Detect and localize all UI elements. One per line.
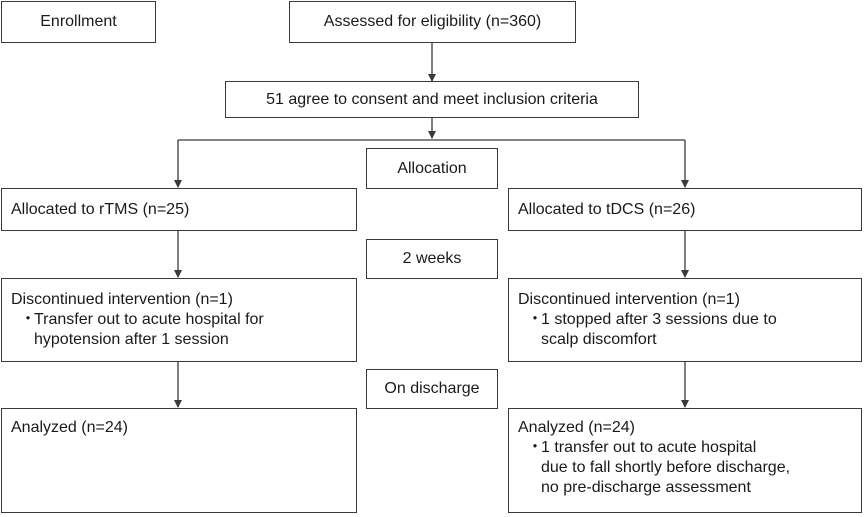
- two-weeks-phase-box: 2 weeks: [366, 239, 498, 279]
- bullet-dot: ・: [20, 311, 37, 328]
- discharge-phase-box: On discharge: [366, 369, 498, 409]
- rtms-analyzed-box: Analyzed (n=24): [1, 408, 357, 513]
- tdcs-analyzed-detail: 1 transfer out to acute hospital due to …: [541, 439, 791, 496]
- rtms-discontinued-detail: Transfer out to acute hospital for hypot…: [34, 311, 264, 348]
- two-weeks-phase-label: 2 weeks: [402, 250, 462, 267]
- rtms-discontinued-box: Discontinued intervention (n=1) ・ Transf…: [1, 278, 357, 362]
- tdcs-discontinued-box: Discontinued intervention (n=1) ・ 1 stop…: [508, 278, 862, 362]
- rtms-allocated-box: Allocated to rTMS (n=25): [1, 188, 357, 231]
- consent-label: 51 agree to consent and meet inclusion c…: [266, 90, 598, 108]
- assessed-box: Assessed for eligibility (n=360): [289, 1, 576, 43]
- rtms-allocated-label: Allocated to rTMS (n=25): [11, 200, 190, 218]
- allocation-phase-box: Allocation: [366, 148, 498, 189]
- rtms-discontinued-title: Discontinued intervention (n=1): [11, 291, 233, 308]
- enrollment-box: Enrollment: [1, 1, 156, 43]
- enrollment-label: Enrollment: [40, 13, 117, 30]
- tdcs-allocated-label: Allocated to tDCS (n=26): [518, 200, 696, 218]
- tdcs-analyzed-bullet: ・ 1 transfer out to acute hospital due t…: [518, 438, 861, 498]
- rtms-analyzed-title: Analyzed (n=24): [11, 419, 128, 436]
- tdcs-allocated-box: Allocated to tDCS (n=26): [508, 188, 862, 231]
- consent-box: 51 agree to consent and meet inclusion c…: [225, 81, 639, 118]
- tdcs-discontinued-title: Discontinued intervention (n=1): [518, 291, 740, 308]
- tdcs-discontinued-detail: 1 stopped after 3 sessions due to scalp …: [541, 311, 777, 348]
- discharge-phase-label: On discharge: [384, 380, 480, 397]
- allocation-phase-label: Allocation: [397, 159, 467, 177]
- tdcs-analyzed-title: Analyzed (n=24): [518, 419, 635, 436]
- bullet-dot: ・: [527, 311, 544, 328]
- rtms-discontinued-bullet: ・ Transfer out to acute hospital for hyp…: [11, 310, 356, 350]
- assessed-label: Assessed for eligibility (n=360): [323, 13, 542, 30]
- tdcs-discontinued-bullet: ・ 1 stopped after 3 sessions due to scal…: [518, 310, 861, 350]
- bullet-dot: ・: [527, 439, 544, 456]
- tdcs-analyzed-box: Analyzed (n=24) ・ 1 transfer out to acut…: [508, 408, 862, 513]
